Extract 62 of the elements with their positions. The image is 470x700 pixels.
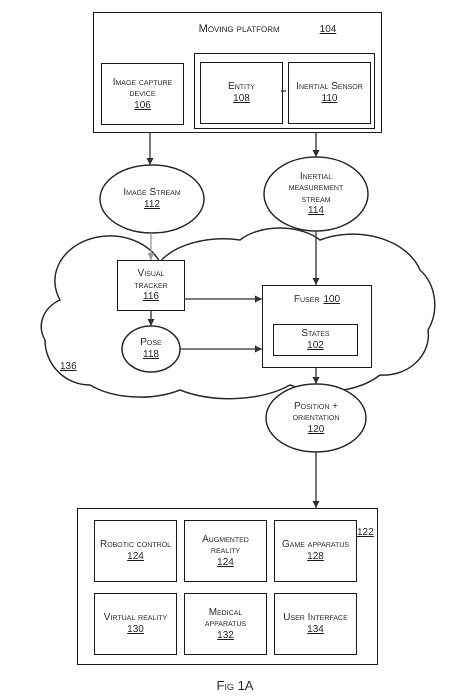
- reference-number: 130: [127, 624, 144, 636]
- states-box: [273, 324, 358, 356]
- reference-number: 114: [308, 205, 324, 218]
- node-label: Visual tracker: [133, 268, 169, 291]
- reference-number: 116: [143, 291, 159, 303]
- node-label: Medical apparatus: [204, 606, 248, 630]
- reference-number: 132: [217, 630, 234, 642]
- reference-number: 120: [308, 424, 324, 436]
- reference-number: 100: [323, 294, 340, 306]
- node-label: Image Stream: [123, 187, 181, 199]
- node-label: Augmented reality: [201, 534, 250, 556]
- arrow: [312, 133, 320, 157]
- node-label: Pose: [140, 337, 162, 349]
- arrow: [148, 311, 154, 326]
- application-box: [77, 508, 378, 665]
- group-box: [194, 53, 375, 129]
- application-box: [94, 593, 177, 655]
- node-label: Robotic control: [100, 539, 172, 551]
- application-box: [184, 593, 267, 655]
- node-label: Virtual reality: [104, 612, 168, 624]
- entity-box: [200, 62, 283, 124]
- reference-number: 104: [320, 24, 336, 36]
- reference-number: 122: [357, 527, 374, 539]
- reference-number: 124: [217, 556, 234, 568]
- application-box: [274, 520, 357, 582]
- node-label: Moving platform: [198, 23, 280, 36]
- node-label: Game apparatus: [282, 539, 350, 551]
- arrow: [312, 452, 320, 508]
- arrow: [312, 368, 320, 384]
- arrow: [312, 231, 320, 285]
- reference-number: 118: [143, 348, 159, 361]
- connector-line: [281, 90, 286, 92]
- reference-number: 124: [127, 550, 144, 563]
- node-label: Image capture device: [112, 76, 174, 100]
- reference-number: 110: [322, 92, 338, 105]
- arrow: [185, 296, 262, 302]
- arrow: [146, 133, 154, 166]
- application-box: [184, 520, 267, 582]
- application-box: [94, 520, 177, 582]
- sensor-box: [288, 62, 371, 124]
- arrow: [148, 233, 154, 260]
- fuser-box: [262, 285, 372, 368]
- application-box: [274, 593, 357, 655]
- node-label: User Interface: [283, 612, 348, 624]
- reference-number: 134: [307, 624, 324, 636]
- node-label: Fuser: [294, 294, 320, 306]
- node-label: Inertial Sensor: [296, 81, 363, 93]
- reference-number: 102: [307, 340, 324, 352]
- node-label: Position + orientation: [292, 400, 340, 424]
- arrow: [180, 346, 262, 352]
- tracker-box: [117, 260, 185, 311]
- node-label: Inertial measurement stream: [288, 170, 344, 206]
- node-label: Entity: [228, 81, 255, 93]
- device-box: [101, 63, 184, 125]
- reference-number: 106: [134, 100, 151, 112]
- reference-number: 108: [233, 92, 250, 105]
- platform-box: [93, 12, 382, 133]
- reference-number: 128: [307, 550, 324, 563]
- node-label: States: [301, 328, 330, 340]
- figure-caption: Fig 1A: [216, 678, 254, 693]
- reference-number: 112: [144, 198, 160, 211]
- reference-number: 136: [60, 361, 77, 373]
